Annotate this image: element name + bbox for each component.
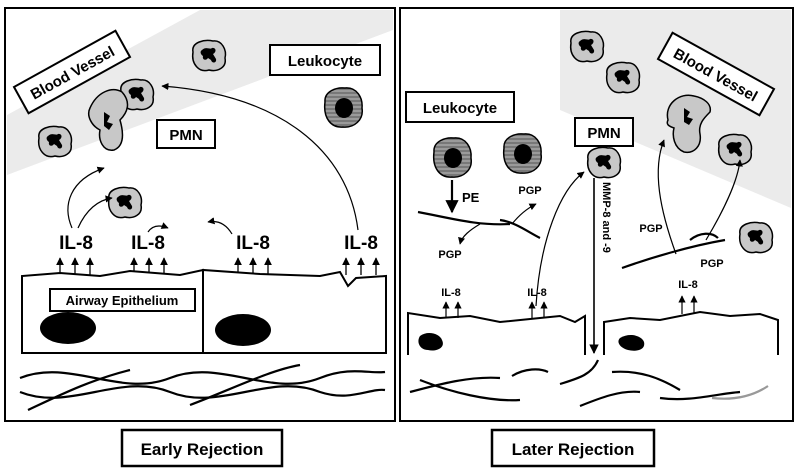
extracellular-matrix-fibers (409, 359, 741, 408)
airway-epithelium (603, 310, 779, 355)
pmn-label: PMN (587, 125, 620, 142)
migrating-pmn-nucleus (684, 108, 693, 125)
il8-label: IL-8 (131, 233, 165, 254)
chemotaxis-arrow (207, 217, 233, 235)
secretion-arrows (442, 295, 698, 318)
leukocyte-cell (432, 137, 473, 178)
pe-label: PE (462, 190, 480, 205)
il8-label: IL-8 (236, 233, 270, 254)
pmn-cell (605, 61, 641, 94)
pmn-cell (569, 30, 605, 63)
collagen-fragment (417, 210, 511, 226)
il8-label: IL-8 (441, 287, 461, 299)
pgp-label: PGP (639, 223, 662, 235)
pgp-chemotaxis-arrow (705, 159, 743, 241)
epithelial-nucleus (418, 333, 443, 351)
leukocyte-cell (323, 87, 364, 128)
later-rejection-caption: Later Rejection (512, 440, 635, 459)
epithelial-nucleus (618, 335, 645, 351)
collagen-fragment (689, 232, 719, 241)
pgp-release-arrow (511, 203, 537, 225)
chemotaxis-arrow (161, 82, 359, 231)
pgp-chemotaxis-arrow (657, 139, 677, 255)
il8-label: IL-8 (527, 287, 547, 299)
chemotaxis-arrow (77, 195, 113, 229)
early-rejection-caption: Early Rejection (141, 440, 264, 459)
early-rejection-panel: Blood Vessel Leukocyte PMN IL-8 IL-8 IL-… (4, 7, 396, 422)
pmn-cell (107, 186, 143, 219)
chemotaxis-arrow (147, 222, 169, 233)
pmn-cell (738, 221, 774, 254)
epithelial-nucleus (215, 314, 271, 346)
il8-label: IL-8 (59, 233, 93, 254)
leukocyte-cell (502, 133, 543, 174)
leukocyte-label: Leukocyte (423, 100, 497, 117)
collagen-fragment (621, 238, 726, 270)
collagen-fragment (499, 218, 541, 239)
migrating-pmn (88, 88, 129, 151)
airway-epithelium (407, 311, 586, 355)
pgp-label: PGP (438, 249, 461, 261)
airway-epithelium-label: Airway Epithelium (66, 293, 179, 308)
il8-label: IL-8 (678, 279, 698, 291)
mmp-label: MMP-8 and -9 (600, 182, 612, 253)
epithelial-nucleus (40, 312, 96, 344)
pmn-cell (717, 133, 753, 166)
extracellular-matrix-fibers (19, 363, 386, 411)
migrating-pmn-nucleus (104, 112, 113, 130)
il8-label: IL-8 (344, 233, 378, 254)
degraded-fiber (711, 385, 769, 400)
later-rejection-panel: Blood Vessel Leukocyte PMN PE PGP PGP MM… (399, 7, 794, 422)
pmn-label: PMN (169, 127, 202, 144)
leukocyte-label: Leukocyte (288, 53, 362, 70)
chemotaxis-arrow (67, 166, 105, 229)
secretion-arrows (56, 257, 380, 275)
pmn-cell (586, 146, 622, 179)
chemotaxis-arrow (535, 171, 585, 307)
pmn-cell (37, 125, 73, 158)
pgp-label: PGP (700, 258, 723, 270)
pgp-release-arrow (458, 223, 481, 245)
pgp-label: PGP (518, 185, 541, 197)
pmn-cell (191, 39, 227, 72)
